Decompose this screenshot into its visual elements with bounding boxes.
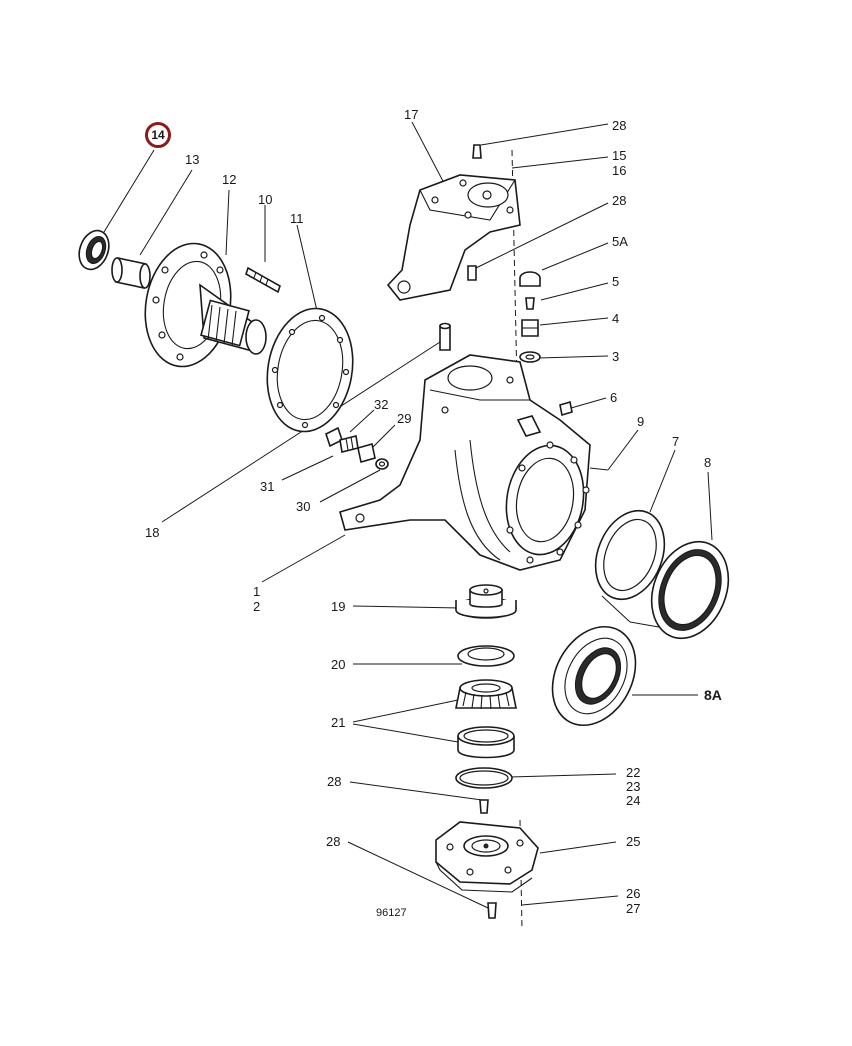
part-21-bearing-cup [457, 726, 515, 759]
callout-9[interactable]: 9 [637, 414, 645, 429]
callout-17[interactable]: 17 [404, 107, 419, 122]
part-28-nipple-arm [467, 265, 477, 281]
callout-24[interactable]: 24 [626, 793, 641, 808]
part-3-washer [519, 351, 541, 363]
callout-31[interactable]: 31 [260, 479, 275, 494]
callout-7[interactable]: 7 [672, 434, 680, 449]
callout-29[interactable]: 29 [397, 411, 412, 426]
part-17-steering-arm [386, 174, 521, 301]
part-1-swivel-housing [339, 354, 591, 571]
part-29-stop [357, 442, 376, 464]
drawing-number: 96127 [376, 907, 407, 919]
part-21-bearing-cone [455, 679, 517, 710]
callout-1[interactable]: 1 [253, 584, 261, 599]
callout-5a[interactable]: 5A [612, 234, 628, 249]
part-9-leader-tie [589, 467, 609, 471]
callout-11[interactable]: 11 [290, 211, 304, 226]
callout-3[interactable]: 3 [612, 349, 620, 364]
part-6-plug [559, 400, 573, 417]
part-28-nipple-bottom [487, 902, 497, 919]
part-5-nipple [525, 297, 535, 310]
callout-28-lower[interactable]: 28 [327, 774, 342, 789]
part-18-pin [439, 322, 451, 351]
callout-16[interactable]: 16 [612, 163, 627, 178]
callout-6[interactable]: 6 [610, 390, 618, 405]
part-14-seal [78, 229, 110, 271]
callout-27[interactable]: 27 [626, 901, 641, 916]
callout-5[interactable]: 5 [612, 274, 620, 289]
callout-4[interactable]: 4 [612, 311, 620, 326]
part-20-shim [457, 645, 515, 667]
callout-2[interactable]: 2 [253, 599, 261, 614]
part-12-hub [144, 242, 267, 368]
callout-26[interactable]: 26 [626, 886, 641, 901]
callout-28-top[interactable]: 28 [612, 118, 627, 133]
callout-22[interactable]: 22 [626, 765, 641, 780]
callout-8a[interactable]: 8A [704, 687, 722, 703]
callout-32[interactable]: 32 [374, 397, 389, 412]
part-7-seal [594, 509, 666, 601]
callout-23[interactable]: 23 [626, 779, 641, 794]
callout-13[interactable]: 13 [185, 152, 200, 167]
callout-28-arm[interactable]: 28 [612, 193, 627, 208]
callout-18[interactable]: 18 [145, 525, 160, 540]
callout-12[interactable]: 12 [222, 172, 237, 187]
part-28-nipple-lower [479, 799, 489, 814]
callout-10[interactable]: 10 [258, 192, 273, 207]
part-10-stud [245, 266, 281, 294]
leader-lines [103, 121, 713, 909]
part-19-trunnion [455, 584, 517, 619]
part-25-swivel-pin-lower [435, 821, 539, 893]
part-11-gasket [266, 307, 354, 433]
part-22-oring [455, 767, 513, 789]
part-4-adaptor [521, 319, 539, 337]
callout-25[interactable]: 25 [626, 834, 641, 849]
callout-15[interactable]: 15 [612, 148, 627, 163]
part-8a-seal [551, 625, 637, 727]
part-5a-cap [519, 271, 541, 287]
callout-8[interactable]: 8 [704, 455, 712, 470]
part-8-seal [650, 540, 730, 640]
part-32-nut [325, 426, 343, 448]
callout-14-highlighted[interactable]: 14 [145, 122, 171, 148]
callout-30[interactable]: 30 [296, 499, 311, 514]
callout-21[interactable]: 21 [331, 715, 346, 730]
part-30-washer [375, 458, 389, 470]
part-31-screw [339, 435, 359, 453]
part-28-nipple-top [472, 144, 482, 159]
callout-28-bottom[interactable]: 28 [326, 834, 341, 849]
part-13-bush [111, 257, 151, 289]
callout-20[interactable]: 20 [331, 657, 346, 672]
callout-19[interactable]: 19 [331, 599, 346, 614]
